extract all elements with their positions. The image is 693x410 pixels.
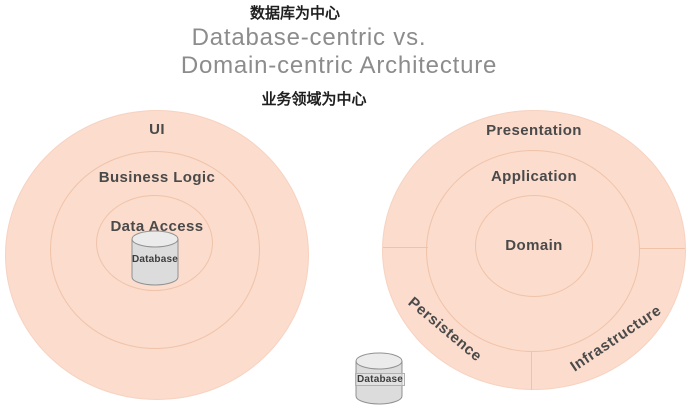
database-cylinder-icon: Database xyxy=(131,230,179,286)
external-database-cylinder-label: Database xyxy=(355,373,406,386)
segment-divider-bottom xyxy=(531,351,532,390)
data-access-ring-circle xyxy=(96,195,213,291)
presentation-ring-label: Presentation xyxy=(486,122,582,139)
segment-divider-right xyxy=(639,248,685,249)
database-centric-diagram: UI Business Logic Data Access Database xyxy=(5,110,309,400)
label-database-centric-zh: 数据库为中心 xyxy=(249,5,341,22)
page-title-line-1: Database-centric vs. xyxy=(191,24,427,51)
application-ring-circle xyxy=(426,150,640,352)
application-ring-label: Application xyxy=(490,168,578,185)
database-cylinder-label: Database xyxy=(131,254,179,265)
business-logic-ring-circle xyxy=(50,151,260,349)
domain-centric-diagram: Presentation Application Domain Persiste… xyxy=(382,110,686,390)
label-domain-centric-zh: 业务领域为中心 xyxy=(261,91,367,108)
segment-divider-left xyxy=(383,247,428,248)
domain-ring-label: Domain xyxy=(505,237,563,254)
page-title-line-2: Domain-centric Architecture xyxy=(180,52,498,79)
business-logic-ring-label: Business Logic xyxy=(98,169,216,186)
ui-ring-label: UI xyxy=(149,121,165,138)
external-database-cylinder-icon: Database xyxy=(355,352,406,405)
data-access-ring-label: Data Access xyxy=(110,218,204,235)
external-database-cylinder-label-text: Database xyxy=(355,373,406,386)
domain-ring-circle xyxy=(475,195,593,297)
